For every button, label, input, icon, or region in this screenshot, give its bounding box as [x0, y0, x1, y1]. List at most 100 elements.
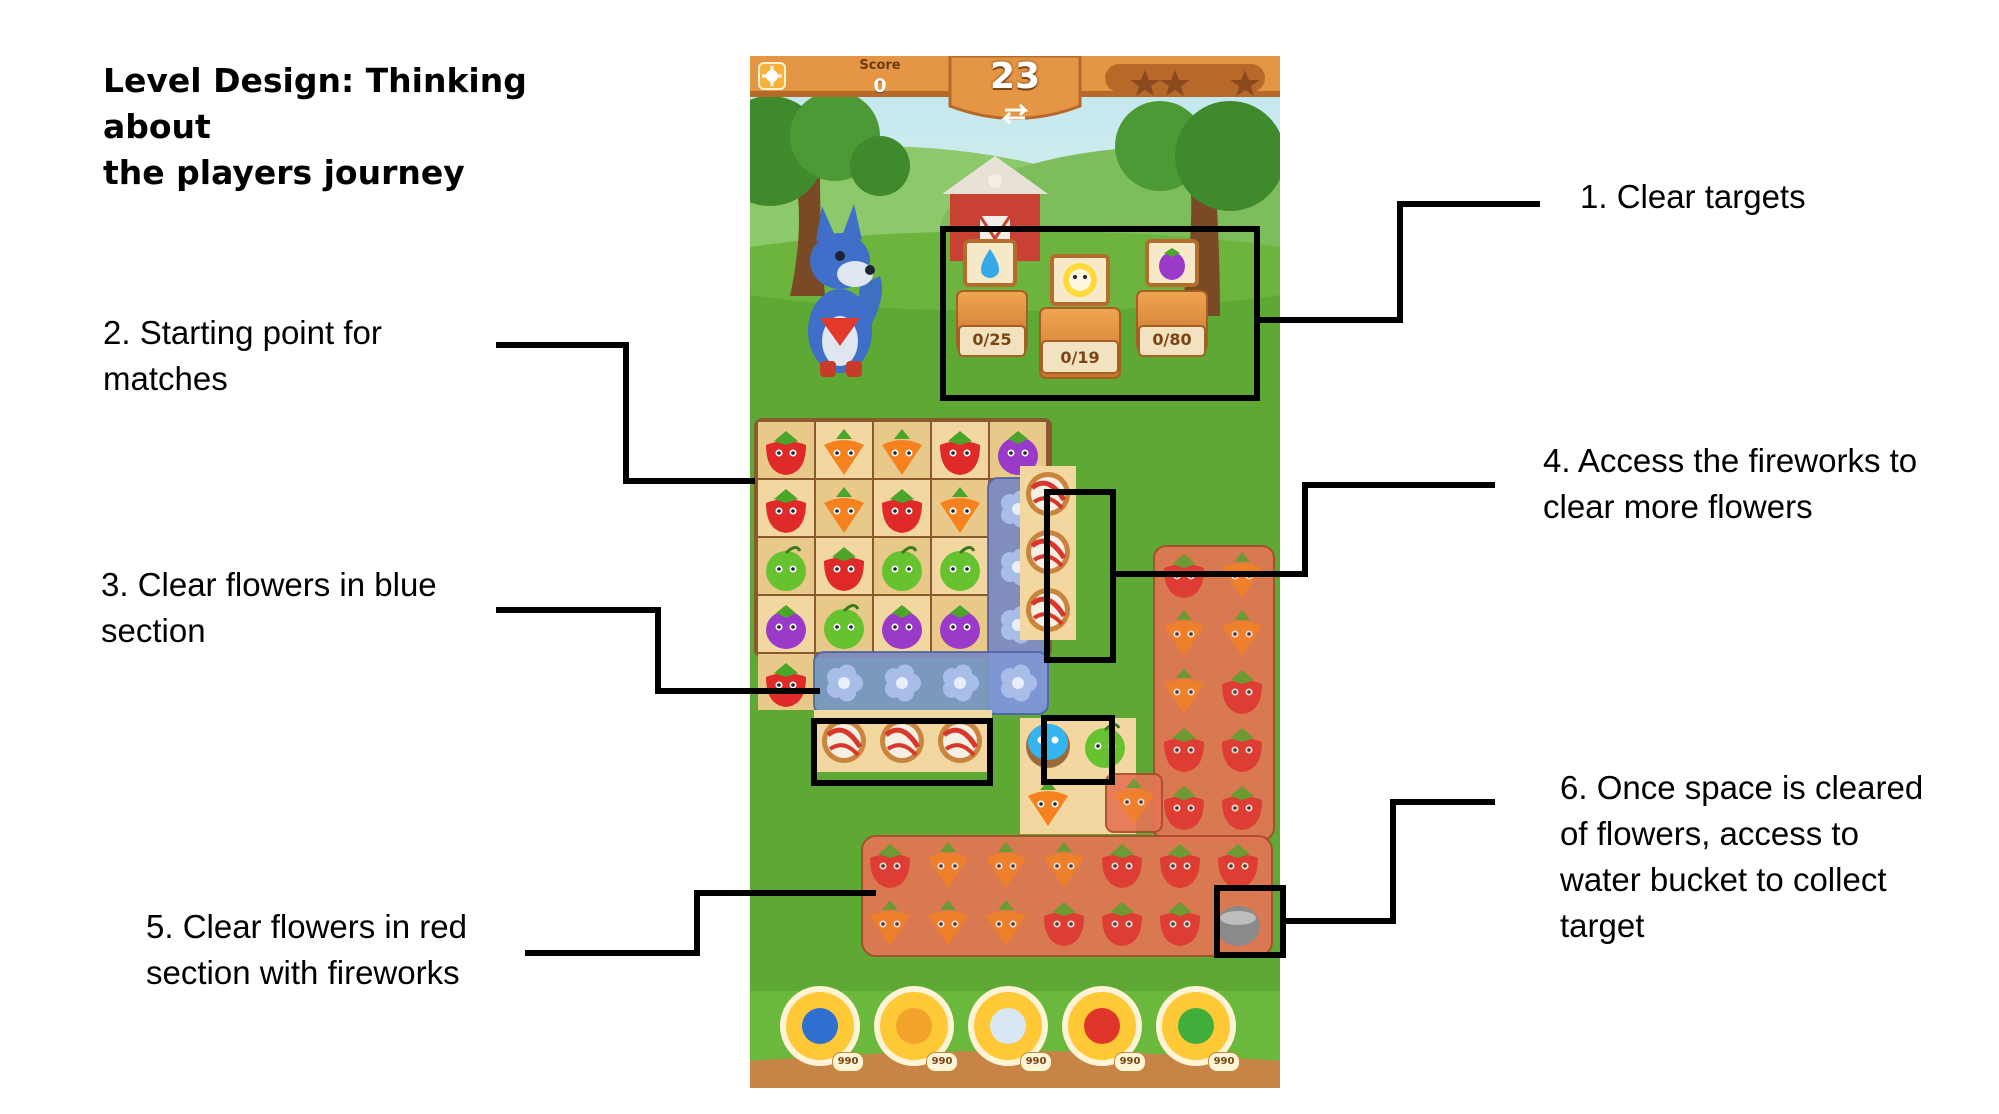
- pupil-left: [1175, 748, 1179, 752]
- pupil-right: [1069, 922, 1073, 926]
- basket-icon: [896, 1008, 932, 1044]
- glove-icon: [1178, 1008, 1214, 1044]
- flower-icon: [884, 664, 921, 702]
- slide-title: Level Design: Thinking about the players…: [103, 58, 623, 196]
- carrot-leaf: [940, 900, 956, 910]
- star-icon: [1130, 70, 1260, 96]
- tile-strawberry: [1102, 844, 1142, 888]
- settings-button[interactable]: [758, 62, 786, 90]
- strawberry-body: [1102, 854, 1142, 888]
- carrot-body: [1028, 791, 1068, 826]
- booster-bar-wood: [750, 1051, 1280, 1088]
- tile-carrot: [928, 900, 968, 946]
- tornado-icon: [990, 1008, 1026, 1044]
- strawberry-leaf: [1230, 728, 1254, 742]
- tile-strawberry: [1160, 902, 1200, 946]
- pupil-right: [1110, 744, 1114, 748]
- apple-body: [766, 551, 806, 591]
- pupil-left: [1055, 922, 1059, 926]
- callout-5-line-1: 5. Clear flowers in red: [146, 908, 467, 945]
- strawberry-body: [1222, 738, 1262, 772]
- eggplant-leaf: [1008, 431, 1028, 444]
- pupil-right: [1185, 864, 1189, 868]
- pupil-left: [1096, 744, 1100, 748]
- pupil-left: [881, 864, 885, 868]
- slide-title-line-1: Level Design: Thinking about: [103, 61, 527, 146]
- pupil-left: [997, 922, 1001, 926]
- pupil-right: [791, 683, 795, 687]
- pupil-right: [965, 451, 969, 455]
- callout-3-line-1: 3. Clear flowers in blue: [101, 566, 437, 603]
- pupil-left: [1113, 864, 1117, 868]
- flower-center: [1012, 677, 1024, 689]
- tile-carrot: [986, 900, 1026, 946]
- pupil-right: [1011, 922, 1015, 926]
- flower-icon: [826, 664, 863, 702]
- booster-bar: [780, 986, 1236, 1066]
- pupil-right: [965, 509, 969, 513]
- pupil-right: [965, 625, 969, 629]
- pupil-left: [951, 567, 955, 571]
- pupil-right: [1243, 864, 1247, 868]
- apple-body: [824, 609, 864, 649]
- booster-glove-button[interactable]: [1156, 986, 1236, 1066]
- eye-left: [1037, 736, 1045, 744]
- callout-4-line-2: clear more flowers: [1543, 488, 1813, 525]
- booster-tornado-button[interactable]: [968, 986, 1048, 1066]
- tile-strawberry: [1218, 844, 1258, 888]
- eye-right: [1051, 736, 1059, 744]
- pupil-left: [777, 509, 781, 513]
- tile-strawberry: [766, 489, 806, 533]
- tile-eggplant: [998, 431, 1038, 475]
- carrot-leaf: [1126, 778, 1142, 788]
- eggplant-body: [882, 611, 922, 649]
- tile-carrot: [882, 429, 922, 475]
- carrot-body: [986, 853, 1026, 888]
- firework-icon: [1026, 472, 1070, 516]
- apple-body: [1085, 728, 1125, 768]
- pupil-left: [1233, 690, 1237, 694]
- carrot-body: [824, 440, 864, 475]
- pupil-right: [1053, 802, 1057, 806]
- tile-carrot: [1164, 610, 1204, 656]
- tile-carrot: [928, 842, 968, 888]
- tile-carrot: [940, 487, 980, 533]
- strawberry-body: [1222, 796, 1262, 830]
- watering-can-icon: [1084, 1008, 1120, 1044]
- carrot-body: [1044, 853, 1084, 888]
- strawberry-body: [870, 854, 910, 888]
- pupil-right: [1023, 451, 1027, 455]
- pupil-left: [939, 864, 943, 868]
- callout-4-line-1: 4. Access the fireworks to: [1543, 442, 1918, 479]
- carrot-body: [1164, 679, 1204, 714]
- booster-basket-button[interactable]: [874, 986, 954, 1066]
- tile-strawberry: [1044, 902, 1084, 946]
- carrot-body: [824, 498, 864, 533]
- shovel-icon: [802, 1008, 838, 1044]
- pupil-right: [895, 864, 899, 868]
- booster-shovel-button[interactable]: [780, 986, 860, 1066]
- carrot-leaf: [882, 900, 898, 910]
- booster-watering-can-button[interactable]: [1062, 986, 1142, 1066]
- pupil-left: [1175, 690, 1179, 694]
- booster-glove-count: 990: [1208, 1052, 1240, 1072]
- strawberry-leaf: [948, 431, 972, 445]
- pupil-left: [835, 509, 839, 513]
- water-drop-bucket-icon: [1216, 906, 1260, 946]
- gear-icon: [762, 66, 782, 86]
- target-count-water-drop: 0/25: [972, 330, 1012, 349]
- pupil-left: [1171, 864, 1175, 868]
- pupil-left: [1171, 922, 1175, 926]
- tile-eggplant: [940, 605, 980, 649]
- strawberry-leaf: [878, 844, 902, 858]
- pupil-right: [849, 451, 853, 455]
- tile-carrot: [1164, 668, 1204, 714]
- pupil-left: [951, 625, 955, 629]
- apple-stem: [784, 546, 802, 555]
- tile-strawberry: [882, 489, 922, 533]
- tile-strawberry: [1222, 786, 1262, 830]
- callout-6-line-1: 6. Once space is cleared: [1560, 769, 1924, 806]
- callout-2-line-1: 2. Starting point for: [103, 314, 382, 351]
- bucket-rim: [1220, 911, 1256, 925]
